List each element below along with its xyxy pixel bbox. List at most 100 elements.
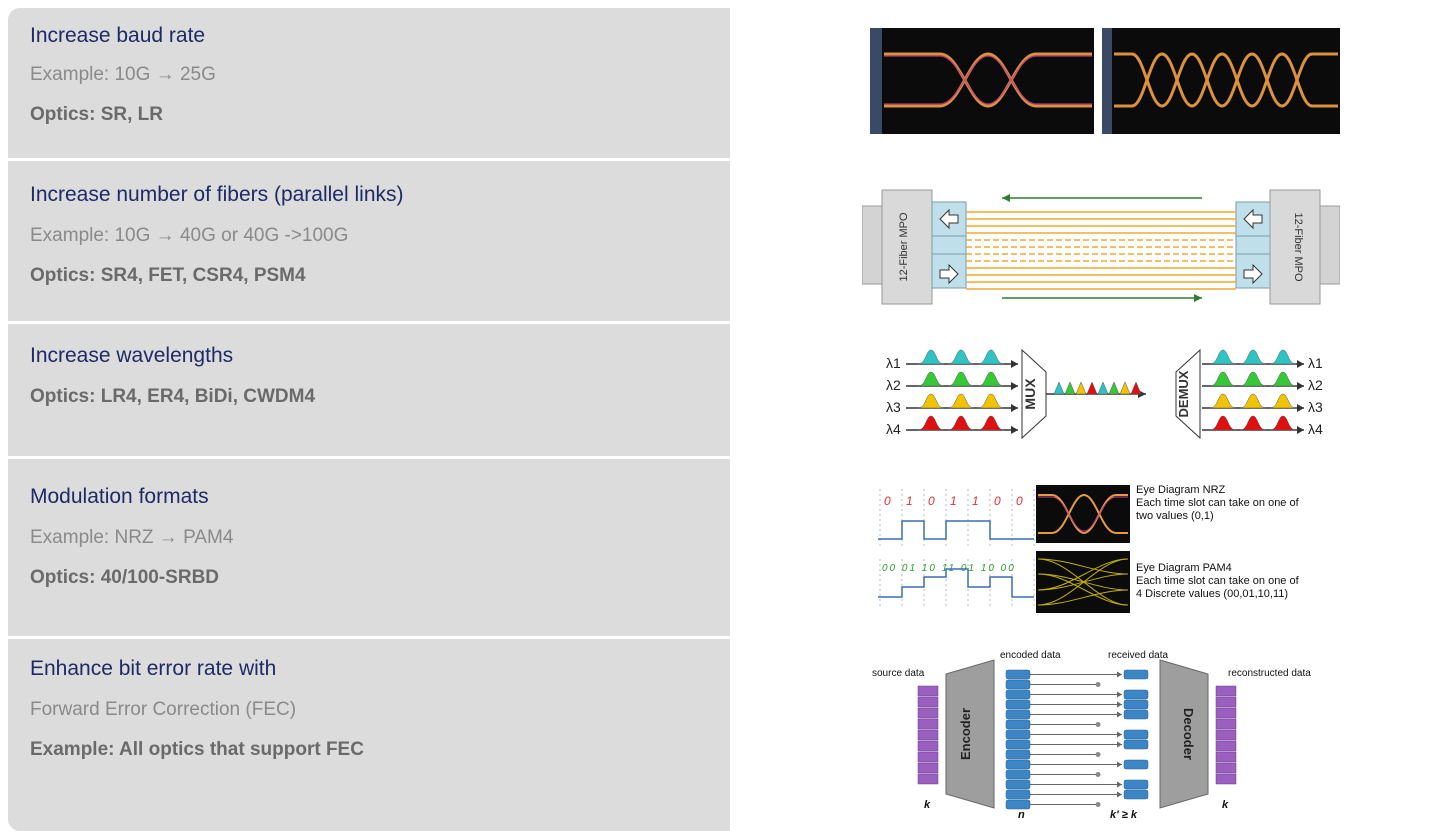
wavelength-pulse	[1239, 393, 1267, 409]
row-fec: Enhance bit error rate with Forward Erro…	[8, 639, 1448, 831]
lambda-label: λ3	[1308, 399, 1323, 415]
mux-label: MUX	[1022, 378, 1038, 410]
wavelength-pulse	[1269, 393, 1297, 409]
row-example: Example: 10G → 25G	[30, 64, 216, 85]
row-optics: Optics: LR4, ER4, BiDi, CWDM4	[30, 386, 316, 407]
row-title: Modulation formats	[30, 485, 209, 508]
lambda-label: λ2	[886, 377, 901, 393]
encoded-block	[1005, 699, 1031, 710]
encoder-label: Encoder	[958, 708, 973, 760]
left-column	[8, 8, 730, 831]
row-example: Forward Error Correction (FEC)	[30, 699, 297, 720]
wavelength-pulse	[917, 415, 945, 431]
row-baud-rate: Increase baud rate Example: 10G → 25G Op…	[8, 8, 1448, 158]
row-divider	[8, 158, 730, 161]
fec-encoded-blocks	[1005, 669, 1149, 810]
encoded-block	[1005, 669, 1031, 680]
fec-figure: source data encoded data received data r…	[872, 650, 1311, 821]
encoded-block	[1005, 679, 1031, 690]
row-wavelengths: Increase wavelengths Optics: LR4, ER4, B…	[8, 324, 1448, 456]
received-block	[1123, 729, 1149, 740]
encoded-block	[1005, 719, 1031, 730]
encoded-block	[1005, 799, 1031, 810]
combined-pulse	[1130, 381, 1142, 395]
wavelength-pulse	[1209, 371, 1237, 387]
received-block	[1123, 669, 1149, 680]
wavelength-pulse	[1209, 349, 1237, 365]
encoded-block	[1005, 709, 1031, 720]
row-modulation: Modulation formats Example: NRZ → PAM4 O…	[8, 459, 1448, 636]
mpo-right-label: 12-Fiber MPO	[1292, 212, 1304, 282]
lambda-label: λ4	[1308, 421, 1323, 437]
lambda-label: λ1	[1308, 355, 1323, 371]
pam4-eye-desc-1: Each time slot can take on one of	[1136, 575, 1300, 587]
k-prime-label: k' ≥ k	[1110, 809, 1138, 821]
row-optics: Optics: SR4, FET, CSR4, PSM4	[30, 265, 306, 286]
source-data-label: source data	[872, 668, 925, 679]
mpo-left-label: 12-Fiber MPO	[898, 212, 910, 282]
decoder-label: Decoder	[1181, 708, 1196, 760]
row-optics: Optics: 40/100-SRBD	[30, 567, 220, 588]
received-block	[1123, 699, 1149, 710]
lambda-label: λ3	[886, 399, 901, 415]
modulation-figure: 0 1 0 1 1 0 0 00 01 10 11 01 10 00 Eye D…	[878, 484, 1300, 613]
wavelength-pulse	[917, 349, 945, 365]
row-title: Increase baud rate	[30, 24, 206, 47]
row-title: Increase wavelengths	[30, 344, 234, 367]
encoded-block	[1005, 749, 1031, 760]
demux-label: DEMUX	[1176, 370, 1191, 417]
nrz-bits: 0 1 0 1 1 0 0	[884, 494, 1029, 508]
encoded-block	[1005, 689, 1031, 700]
encoded-block	[1005, 729, 1031, 740]
comparison-table: Increase baud rate Example: 10G → 25G Op…	[8, 8, 1448, 831]
row-title: Enhance bit error rate with	[30, 657, 277, 680]
encoded-block	[1005, 789, 1031, 800]
received-block	[1123, 759, 1149, 770]
row-optics: Optics: SR, LR	[30, 104, 164, 125]
nrz-eye-desc-1: Each time slot can take on one of	[1136, 497, 1300, 509]
wavelength-pulse	[947, 371, 975, 387]
received-block	[1123, 779, 1149, 790]
row-example: Example: NRZ → PAM4	[30, 527, 234, 548]
row-parallel-fibers: Increase number of fibers (parallel link…	[8, 161, 1448, 321]
reconstructed-data-label: reconstructed data	[1228, 668, 1311, 679]
wavelength-pulse	[1269, 349, 1297, 365]
combined-pulse	[1064, 381, 1076, 395]
wavelength-pulse	[1209, 393, 1237, 409]
wavelength-pulse	[977, 393, 1005, 409]
wavelength-pulse	[1269, 415, 1297, 431]
right-column	[734, 8, 1448, 831]
baud-eye-diagrams-figure	[870, 28, 1340, 134]
wavelength-pulse	[977, 371, 1005, 387]
pam4-eye-desc-2: 4 Discrete values (00,01,10,11)	[1136, 588, 1288, 600]
nrz-eye-title: Eye Diagram NRZ	[1136, 484, 1226, 496]
received-block	[1123, 789, 1149, 800]
row-divider	[8, 456, 730, 459]
row-divider	[8, 321, 730, 324]
row-divider	[8, 636, 730, 639]
encoded-block	[1005, 759, 1031, 770]
wavelength-pulse	[1239, 415, 1267, 431]
combined-pulse	[1053, 381, 1065, 395]
combined-pulse	[1119, 381, 1131, 395]
combined-pulse	[1075, 381, 1087, 395]
wavelength-pulse	[1269, 371, 1297, 387]
received-block	[1123, 689, 1149, 700]
wavelength-pulse	[1209, 415, 1237, 431]
k-label: k	[924, 799, 931, 811]
wavelength-pulse	[917, 393, 945, 409]
combined-pulse	[1097, 381, 1109, 395]
wavelength-pulse	[977, 349, 1005, 365]
lambda-label: λ1	[886, 355, 901, 371]
received-block	[1123, 739, 1149, 750]
wavelength-pulse	[1239, 349, 1267, 365]
pam4-eye-title: Eye Diagram PAM4	[1136, 562, 1232, 574]
combined-pulse	[1086, 381, 1098, 395]
received-data-label: received data	[1108, 650, 1168, 661]
wavelength-pulse	[917, 371, 945, 387]
encoded-block	[1005, 769, 1031, 780]
wavelength-pulse	[947, 393, 975, 409]
